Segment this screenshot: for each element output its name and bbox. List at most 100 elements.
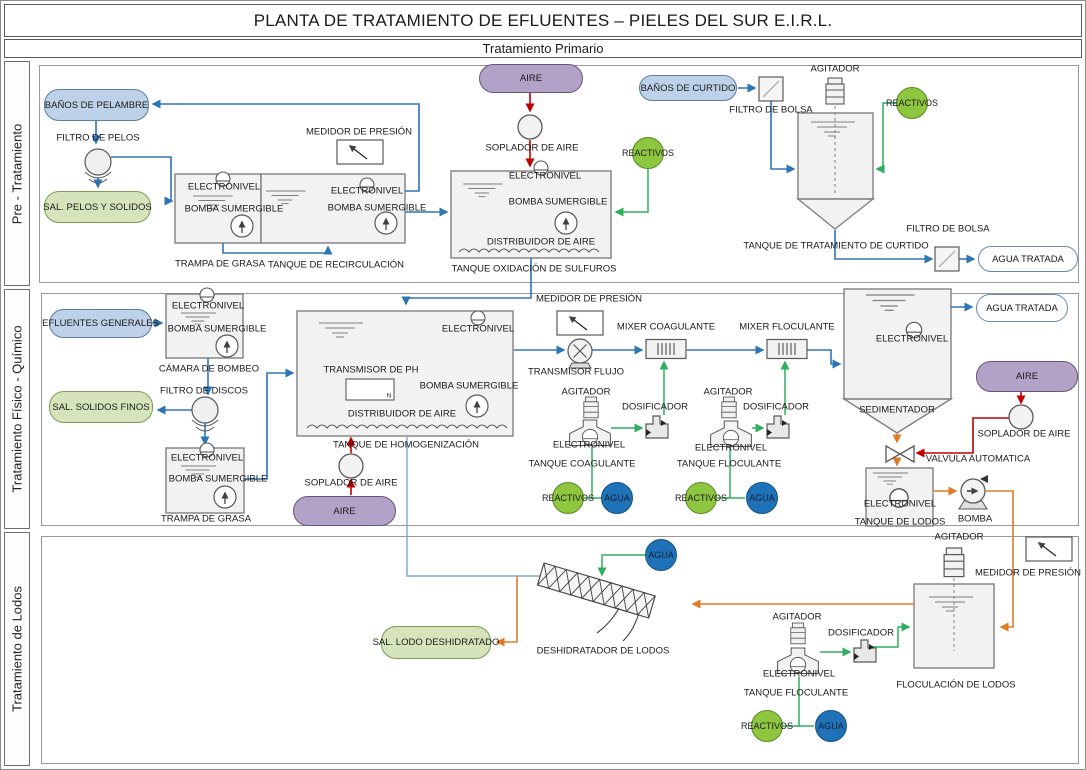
label-mixer-coagulante: MIXER COAGULANTE <box>616 321 716 333</box>
dosificador-icon <box>645 415 669 439</box>
label-electronivel: ELECTRONIVEL <box>441 323 515 335</box>
node-efluentes-generales: EFLUENTES GENERALES <box>42 309 159 338</box>
label-electronivel: ELECTRONIVEL <box>330 185 404 197</box>
agitador-icon <box>583 396 599 419</box>
label-tanque-curtido: TANQUE DE TRATAMIENTO DE CURTIDO <box>743 240 929 252</box>
label-soplador-aire-3: SOPLADOR DE AIRE <box>977 428 1071 440</box>
node-agua-4: AGUA <box>815 710 847 742</box>
label-bomba-sumergible: BOMBA SUMERGIBLE <box>167 323 267 335</box>
dosificador-icon <box>766 415 790 439</box>
connectors-blue <box>91 83 976 480</box>
soplador-aire-icon <box>338 453 364 479</box>
connectors-red <box>346 93 1026 495</box>
label-bomba-sumergible: BOMBA SUMERGIBLE <box>327 202 427 214</box>
label-floculacion-lodos: FLOCULACIÓN DE LODOS <box>896 679 1016 691</box>
medidor-presion-icon <box>557 311 603 335</box>
label-electronivel: ELECTRONIVEL <box>694 442 768 454</box>
node-reactivos-5: REACTIVOS <box>741 710 793 742</box>
medidor-presion-icon <box>1026 537 1072 561</box>
label-bomba-sumergible: BOMBA SUMERGIBLE <box>184 203 284 215</box>
soplador-aire-icon <box>517 114 543 140</box>
label-bomba: BOMBA <box>957 513 993 525</box>
label-trampa-grasa-1: TRAMPA DE GRASA <box>174 258 266 270</box>
node-agua-tratada-2: AGUA TRATADA <box>976 294 1068 322</box>
label-soplador-aire-2: SOPLADOR DE AIRE <box>304 477 398 489</box>
node-sal-lodo-deshidratado: SAL. LODO DESHIDRATADO <box>373 626 499 659</box>
node-agua-tratada-1: AGUA TRATADA <box>978 246 1078 272</box>
bomba-icon <box>959 475 988 509</box>
mixer-coagulante-icon <box>645 338 687 360</box>
mixer-floculante-icon <box>766 338 808 360</box>
label-sedimentador: SEDIMENTADOR <box>859 404 935 416</box>
agitador-icon <box>825 77 845 105</box>
label-valvula-automatica: VALVULA AUTOMATICA <box>925 453 1031 465</box>
label-ph-mark: N <box>386 392 392 400</box>
label-electronivel: ELECTRONIVEL <box>863 498 937 510</box>
equipment <box>84 76 1072 675</box>
label-agitador-4: AGITADOR <box>934 531 984 543</box>
label-medidor-presion-1: MEDIDOR DE PRESIÓN <box>305 126 413 138</box>
label-bomba-sumergible: BOMBA SUMERGIBLE <box>419 380 519 392</box>
medidor-presion-icon <box>337 140 383 164</box>
deshidratador-drip-lines <box>596 607 640 642</box>
soplador-aire-icon <box>1008 404 1034 430</box>
node-banos-curtido: BAÑOS DE CURTIDO <box>639 75 737 101</box>
node-reactivos-1: REACTIVOS <box>622 137 674 169</box>
label-bomba-sumergible: BOMBA SUMERGIBLE <box>508 196 608 208</box>
label-electronivel: ELECTRONIVEL <box>875 333 949 345</box>
label-agitador-3: AGITADOR <box>703 386 753 398</box>
label-deshidratador: DESHIDRATADOR DE LODOS <box>536 645 670 657</box>
label-electronivel: ELECTRONIVEL <box>762 668 836 680</box>
node-sal-pelos-solidos: SAL. PELOS Y SOLIDOS <box>43 191 152 223</box>
label-transmisor-ph: TRANSMISOR DE PH <box>323 364 419 376</box>
lane-frame-fisico-quimico <box>41 293 1079 526</box>
node-agua-1: AGUA <box>601 482 633 514</box>
node-reactivos-2: REACTIVOS <box>886 87 938 119</box>
agitador-icon <box>943 547 965 578</box>
bomba-sumergible-icon <box>214 486 236 508</box>
air-distributors <box>306 248 600 429</box>
connectors-green <box>583 102 911 727</box>
filtro-discos-icon <box>191 396 219 432</box>
node-sal-solidos-finos: SAL. SOLIDOS FINOS <box>49 391 153 423</box>
label-filtro-bolsa-2: FILTRO DE BOLSA <box>906 223 990 235</box>
bomba-sumergible-icon <box>375 212 397 234</box>
label-tanque-floculante-1: TANQUE FLOCULANTE <box>676 458 782 470</box>
bomba-sumergible-icon <box>231 215 253 237</box>
connectors-gray-blue <box>406 436 541 577</box>
label-camara-bombeo: CÁMARA DE BOMBEO <box>158 363 260 375</box>
label-agitador-1: AGITADOR <box>810 63 860 75</box>
agitador-icon <box>721 396 737 419</box>
tank-curtido-funnel <box>796 198 876 230</box>
label-dosificador-3: DOSIFICADOR <box>828 627 894 639</box>
filtro-pelos-icon <box>84 148 112 184</box>
label-electronivel: ELECTRONIVEL <box>170 452 244 464</box>
label-medidor-presion-2: MEDIDOR DE PRESIÓN <box>535 293 643 305</box>
bomba-sumergible-icon <box>466 395 488 417</box>
diagram-subtitle: Tratamiento Primario <box>4 39 1082 58</box>
label-filtro-discos: FILTRO DE DISCOS <box>160 385 248 397</box>
tank-sedimentador-funnel <box>841 398 954 434</box>
node-agua-2: AGUA <box>746 482 778 514</box>
label-tanque-recirculacion: TANQUE DE RECIRCULACIÓN <box>267 259 405 271</box>
label-trampa-grasa-2: TRAMPA DE GRASA <box>160 513 252 525</box>
node-aire-1: AIRE <box>479 64 583 93</box>
lane-frame-lodos <box>41 536 1079 764</box>
connectors-orange <box>495 434 1014 647</box>
label-tanque-lodos: TANQUE DE LODOS <box>854 516 946 528</box>
node-agua-3: AGUA <box>645 539 677 571</box>
bomba-sumergible-icon <box>555 212 577 234</box>
node-reactivos-4: REACTIVOS <box>675 482 727 514</box>
transmisor-flujo-icon <box>567 338 593 369</box>
label-agitador-5: AGITADOR <box>772 611 822 623</box>
label-electronivel: ELECTRONIVEL <box>187 181 261 193</box>
label-dosificador-1: DOSIFICADOR <box>622 401 688 413</box>
label-bomba-sumergible: BOMBA SUMERGIBLE <box>168 473 268 485</box>
node-aire-2: AIRE <box>293 496 396 526</box>
lane-pre-tratamiento: Pre - Tratamiento <box>4 61 30 286</box>
dosificador-icon <box>853 639 877 663</box>
label-tanque-oxidacion: TANQUE OXIDACIÓN DE SULFUROS <box>451 263 617 275</box>
filtro-bolsa-icon <box>934 246 960 272</box>
